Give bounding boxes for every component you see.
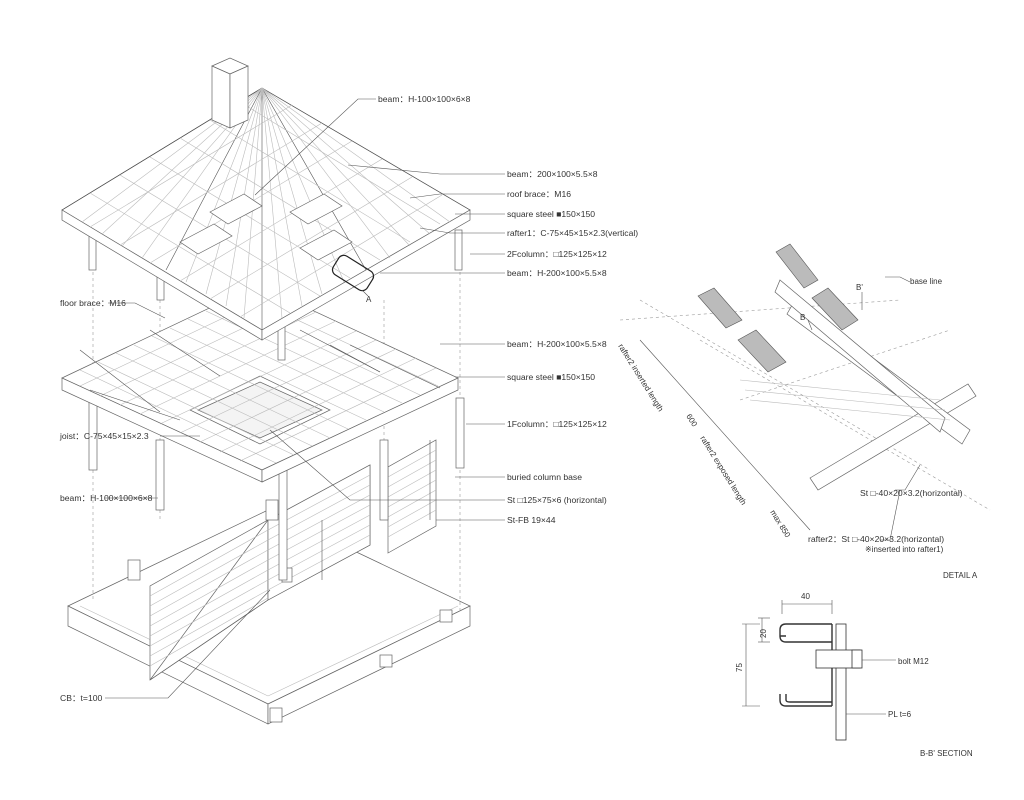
label-floor-brace: floor brace：M16 <box>60 298 126 308</box>
dim-20: 20 <box>759 629 768 638</box>
label-beam-h200-b: beam：H-200×100×5.5×8 <box>507 339 607 349</box>
label-beam-h200-a: beam：H-200×100×5.5×8 <box>507 268 607 278</box>
bolt-label: bolt M12 <box>898 657 929 666</box>
label-square-steel-top: square steel ■150×150 <box>507 209 595 219</box>
detail-a: base line B' B rafter2 inserted length 6… <box>616 243 991 580</box>
label-buried-base: buried column base <box>507 472 582 482</box>
label-1f-column: 1Fcolumn：□125×125×12 <box>507 419 607 429</box>
label-beam-bottom: beam：H-100×100×6×8 <box>60 493 153 503</box>
top-column <box>211 57 249 129</box>
detail-a-marker: A <box>331 254 375 304</box>
rafter2-inserted-label: rafter2 inserted length <box>616 342 665 413</box>
label-cb: CB：t=100 <box>60 693 102 703</box>
dim-width: 40 <box>801 592 810 601</box>
rafter2-pieces <box>697 243 859 373</box>
b-label: B <box>800 313 805 322</box>
b-prime-label: B' <box>856 283 863 292</box>
detail-a-title: DETAIL A <box>943 571 978 580</box>
dim-75: 75 <box>735 663 744 672</box>
exposed-value: max 850 <box>768 508 792 539</box>
plate-label: PL t=6 <box>888 710 912 719</box>
section-title: B-B' SECTION <box>920 749 973 758</box>
label-square-steel-mid: square steel ■150×150 <box>507 372 595 382</box>
st-horizontal-label: St □-40×20×3.2(horizontal) <box>860 488 963 498</box>
floor-frame <box>61 284 459 483</box>
label-joist: joist：C-75×45×15×2.3 <box>59 431 149 441</box>
label-roof-brace: roof brace：M16 <box>507 189 571 199</box>
leader-lines <box>105 98 505 699</box>
label-st-horizontal: St □125×75×6 (horizontal) <box>507 495 607 505</box>
columns-1f <box>88 397 465 581</box>
label-2f-column: 2Fcolumn：□125×125×12 <box>507 249 607 259</box>
label-beam-top: beam：H-100×100×6×8 <box>378 94 471 104</box>
inserted-value: 600 <box>684 412 699 429</box>
cb-wall <box>149 439 437 681</box>
rafter2-exposed-label: rafter2 exposed length <box>698 434 748 506</box>
label-rafter1: rafter1：C-75×45×15×2.3(vertical) <box>507 228 638 238</box>
label-st-fb: St-FB 19×44 <box>507 515 556 525</box>
marker-a-label: A <box>366 295 372 304</box>
main-labels: beam：H-100×100×6×8 beam：200×100×5.5×8 ro… <box>59 94 638 703</box>
label-beam-200: beam：200×100×5.5×8 <box>507 169 598 179</box>
rafter2-label: rafter2：St □-40×20×3.2(horizontal) <box>808 534 944 544</box>
note-label: ※inserted into rafter1) <box>865 545 944 554</box>
section-bb: 40 20 75 bolt M12 PL t=6 B-B' SECTION <box>735 592 973 758</box>
roof-frame <box>61 87 471 341</box>
base-line-label: base line <box>910 277 943 286</box>
